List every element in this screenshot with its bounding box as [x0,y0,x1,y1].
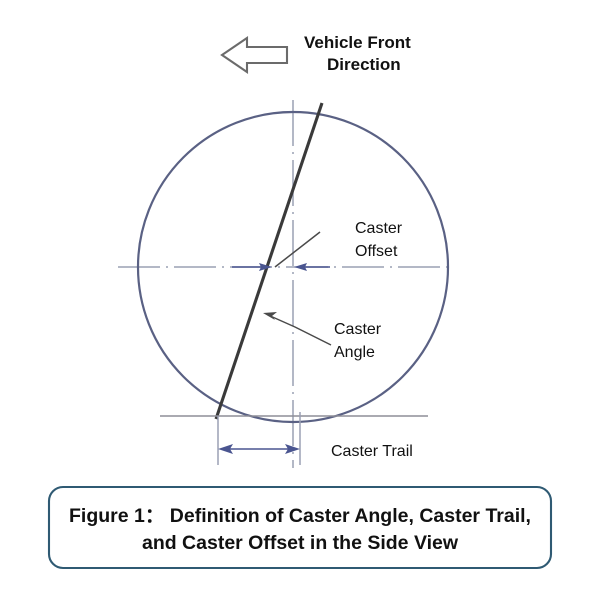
caption-border [47,485,553,570]
caster-trail-label: Caster Trail [331,443,413,460]
caster-angle-label-line2: Angle [334,344,375,361]
caster-offset-label-line1: Caster [355,220,403,237]
caster-offset-label-line2: Offset [355,243,398,260]
vehicle-front-direction-line2: Direction [327,55,401,74]
caption-line-1: Figure 1： Definition of Caster Angle, Ca… [69,505,531,527]
caster-offset-leader-line [274,231,321,268]
caster-trail-dimension: Caster Trail [217,412,413,465]
caster-angle-label-line1: Caster [334,321,382,338]
caster-angle-leader-line [267,314,332,346]
caption-line-2: and Caster Offset in the Side View [142,532,459,554]
vehicle-front-direction-group: Vehicle Front Direction [220,33,411,74]
caster-offset-dimension [232,263,330,271]
caster-trail-right-arrowhead [285,444,300,454]
caster-offset-annotation: Caster Offset [274,220,403,268]
caster-offset-right-arrowhead [294,263,307,271]
caster-trail-left-arrowhead [218,444,233,454]
caster-angle-annotation: Caster Angle [263,312,382,361]
vehicle-front-direction-line1: Vehicle Front [304,33,411,52]
figure-caption-box: Figure 1： Definition of Caster Angle, Ca… [47,485,553,570]
centerlines-group [118,100,452,468]
left-block-arrow-icon [220,36,289,74]
caster-angle-arrowhead [263,312,277,320]
caster-offset-left-arrowhead [259,263,272,271]
steering-axis-line [214,102,324,420]
wheel-circle [136,110,450,424]
